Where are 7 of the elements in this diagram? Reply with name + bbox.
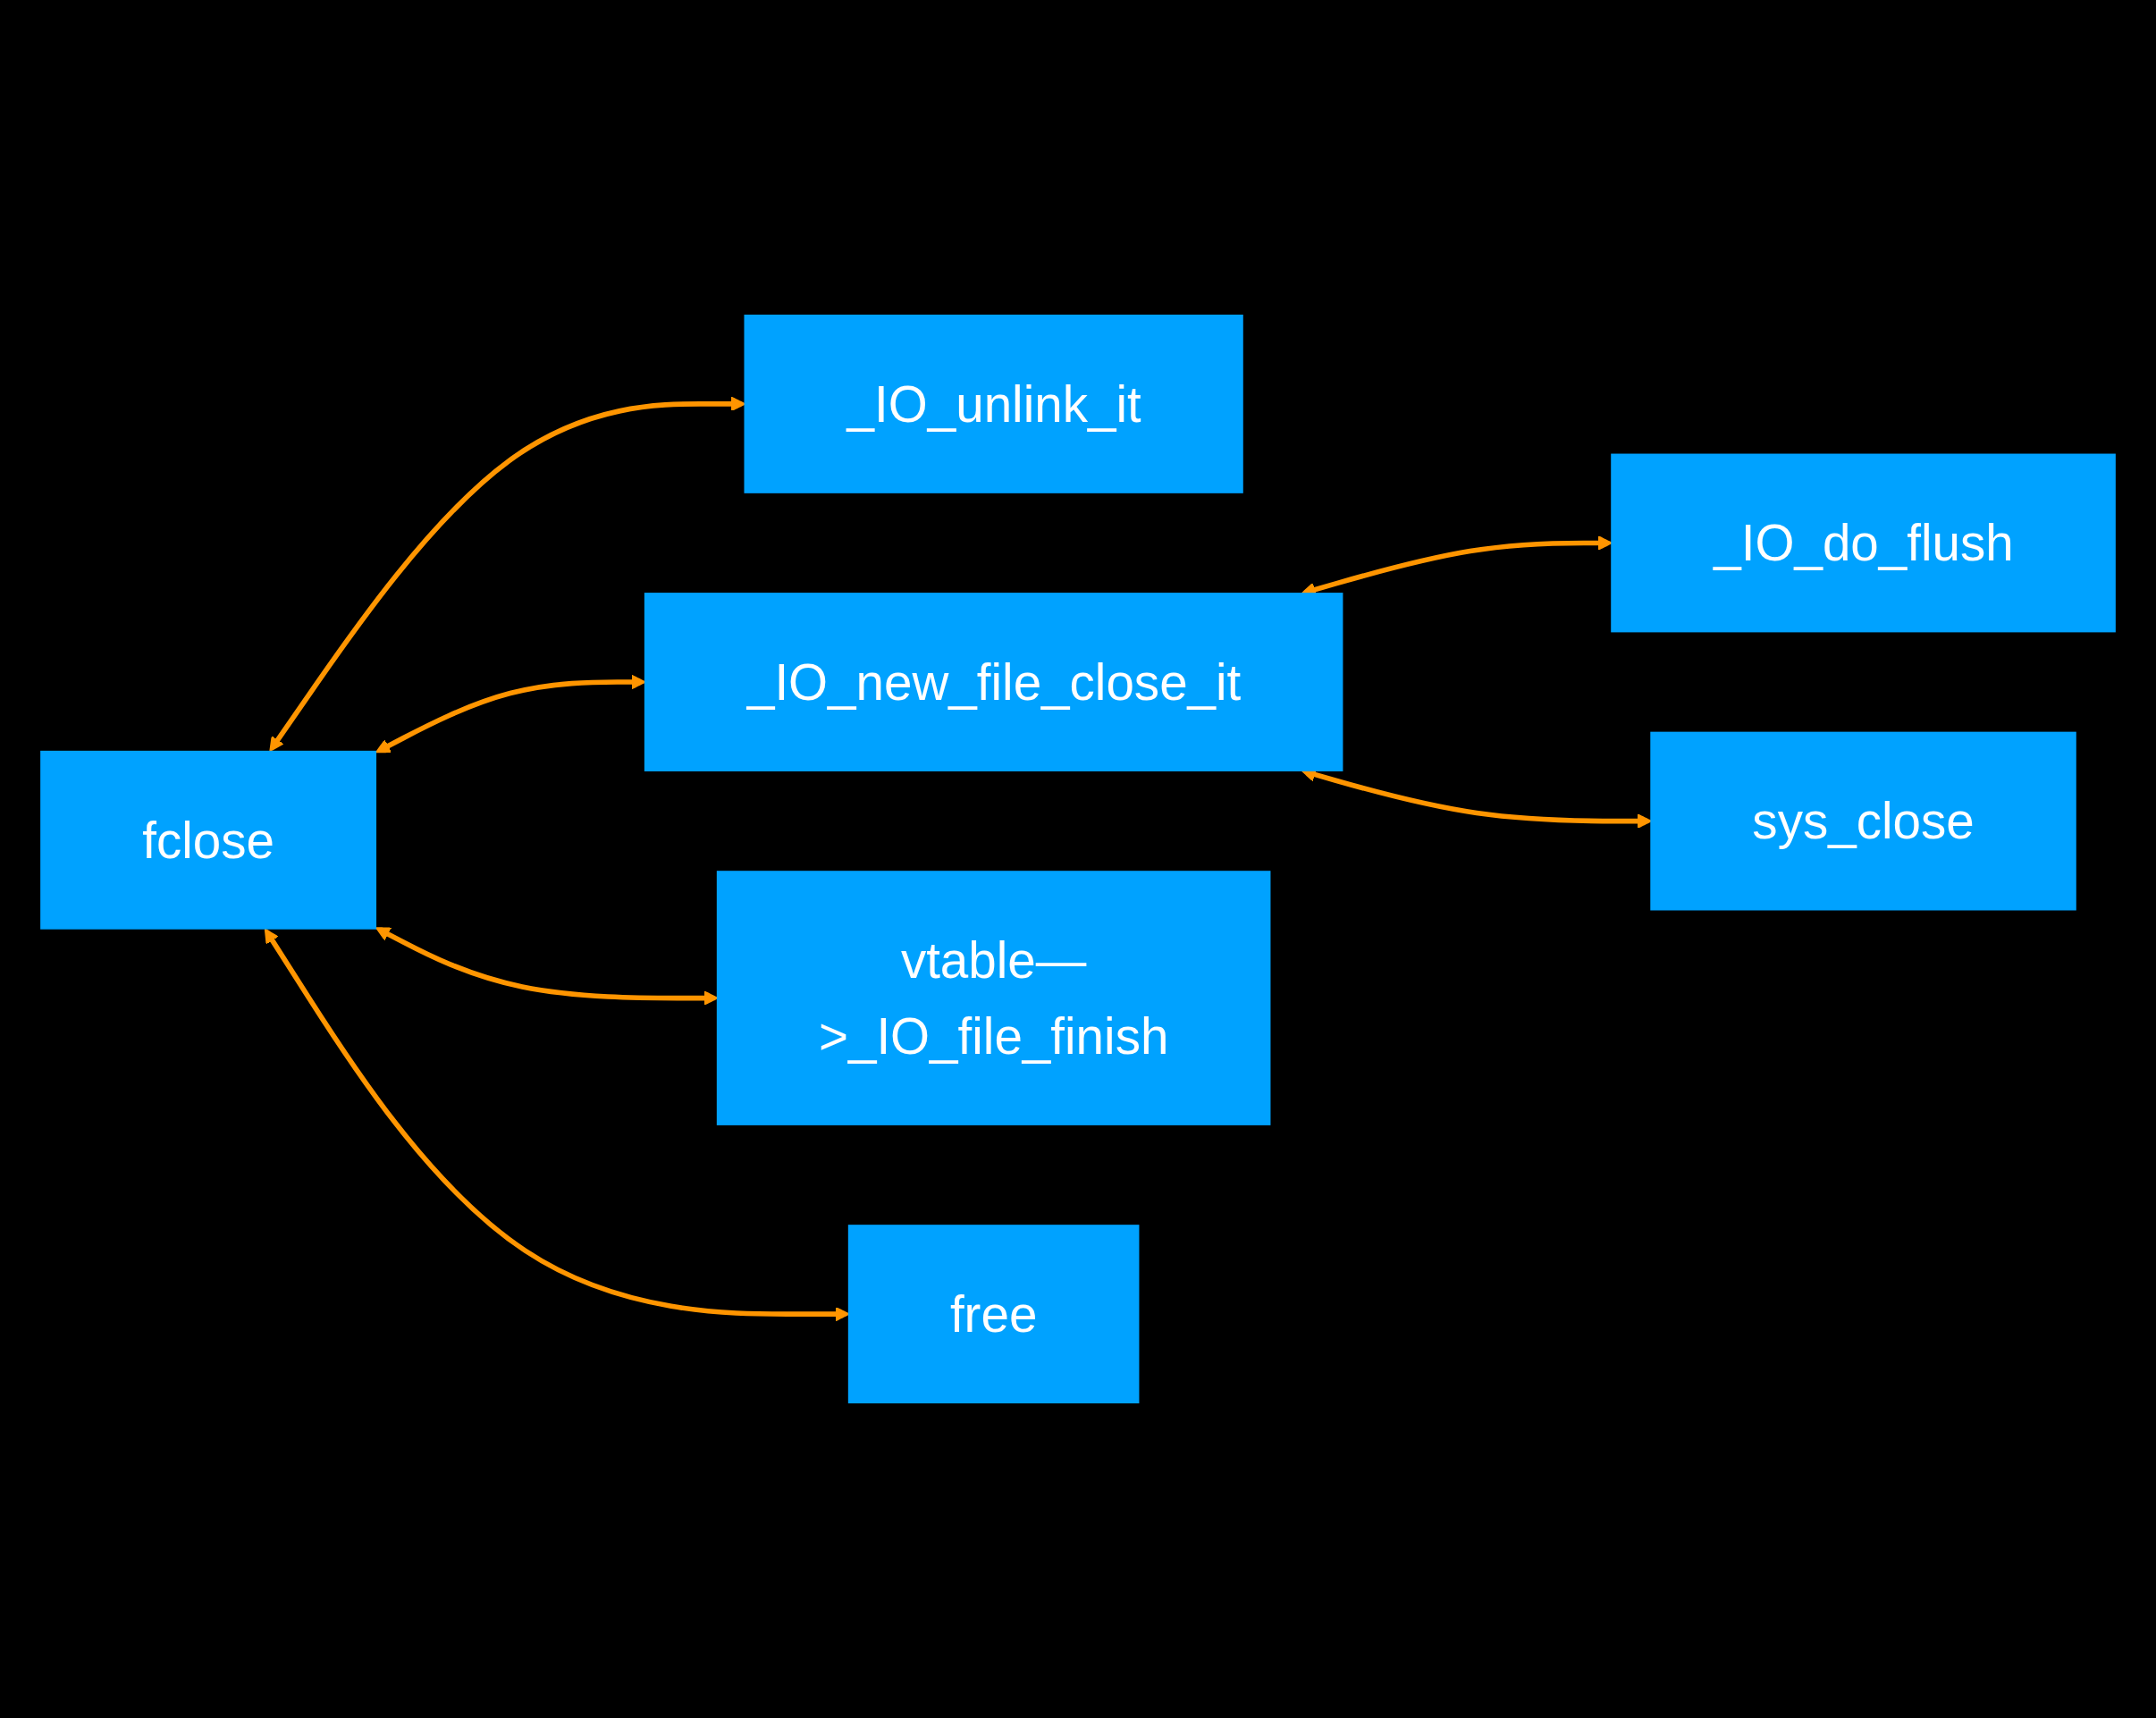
node-box: _IO_unlink_it — [744, 315, 1243, 493]
node-box: _IO_new_file_close_it — [644, 593, 1343, 771]
node-box: sys_close — [1650, 731, 2076, 911]
node-box: vtable—>_IO_file_finish — [716, 871, 1271, 1125]
node-box: _IO_do_flush — [1611, 453, 2116, 633]
node-box: fclose — [40, 750, 377, 930]
node-box: free — [847, 1225, 1140, 1403]
